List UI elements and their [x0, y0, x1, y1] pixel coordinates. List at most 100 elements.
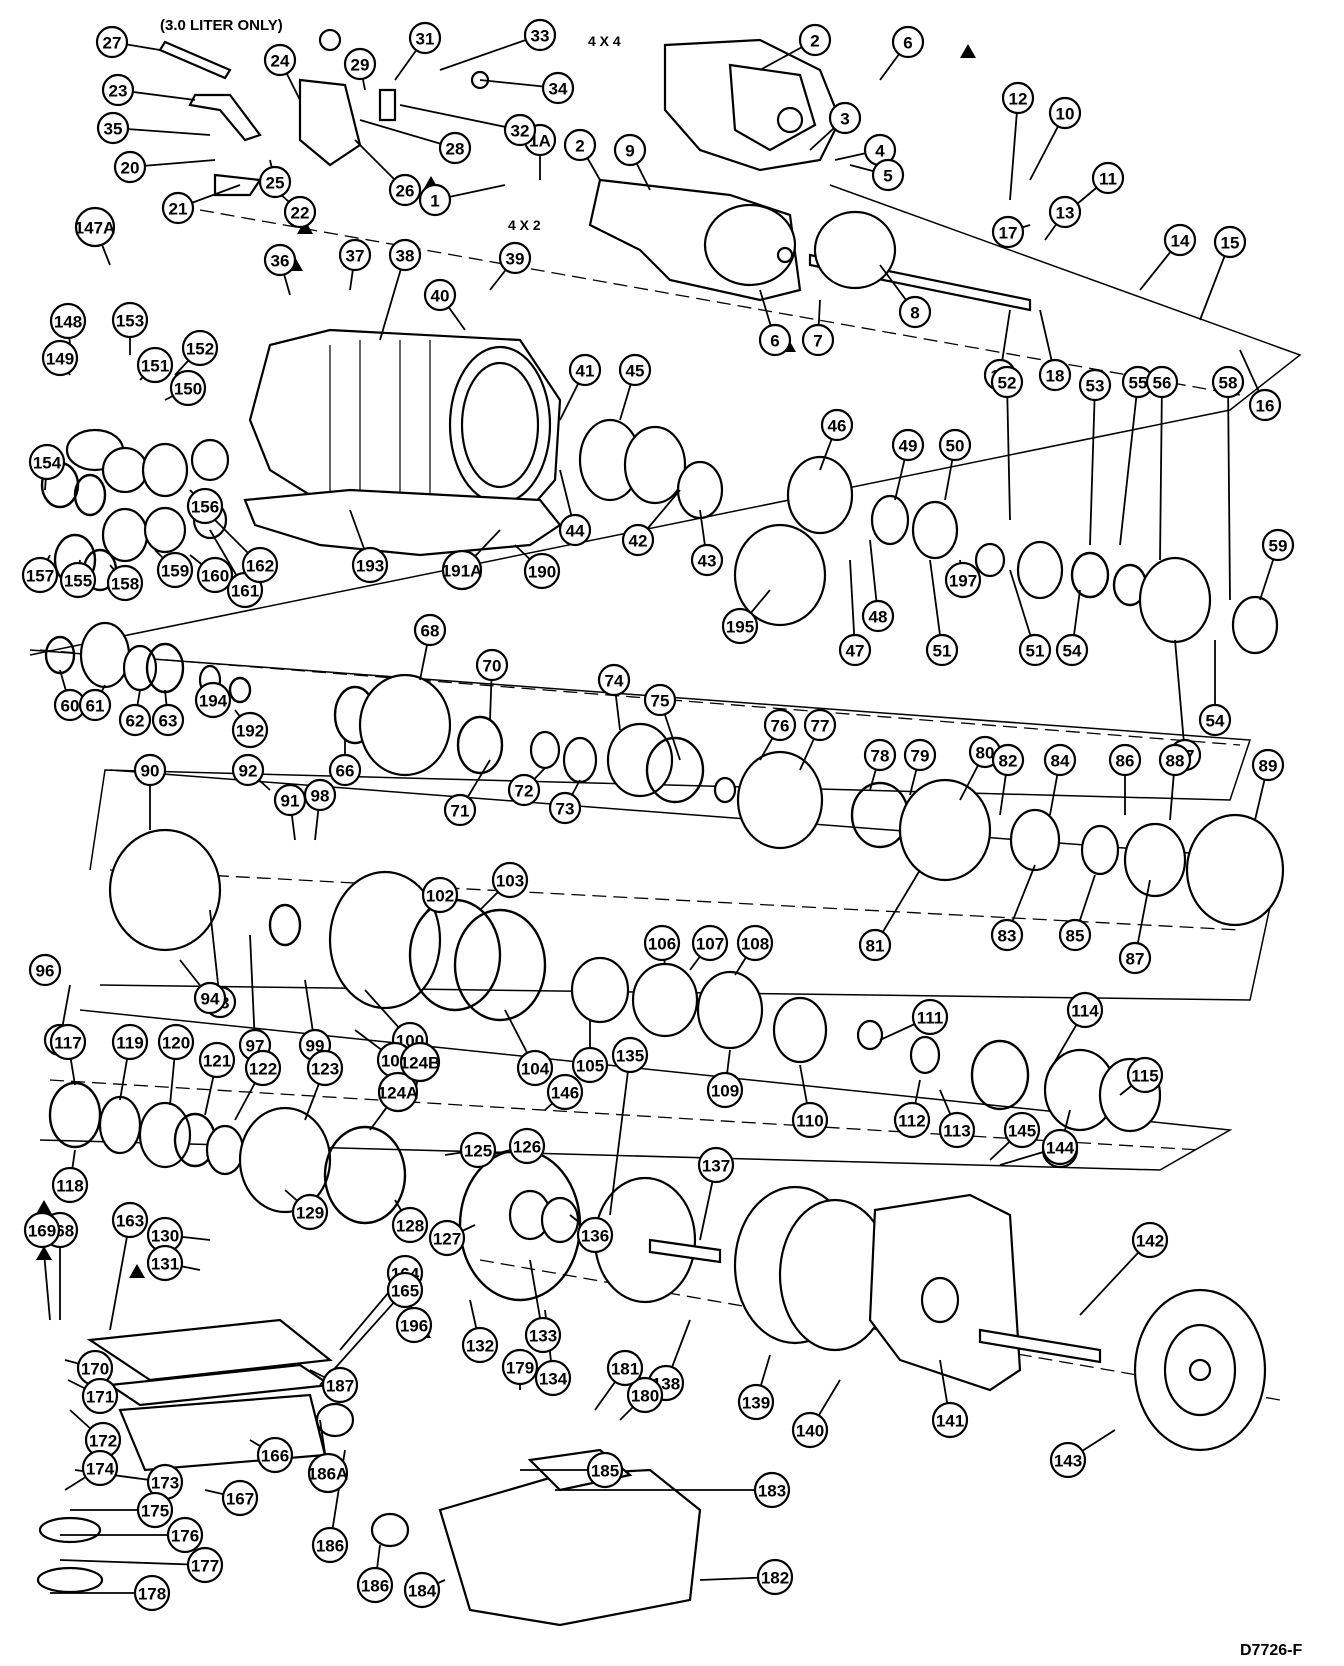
callout-label: 174 — [86, 1460, 115, 1479]
callout-label: 113 — [943, 1122, 970, 1141]
callout-label: 70 — [483, 657, 502, 676]
callout-circle — [81, 1377, 119, 1415]
callout-circle — [548, 791, 582, 825]
callout-label: 66 — [336, 762, 355, 781]
callout-label: 137 — [702, 1157, 730, 1176]
callout-circle — [241, 546, 279, 584]
callout-label: 143 — [1054, 1452, 1082, 1471]
callout-label: 76 — [771, 717, 790, 736]
callout-circle — [697, 1146, 735, 1184]
callout-label: 86 — [1116, 752, 1135, 771]
callout-191A: 191A — [442, 549, 482, 591]
callout-187: 187 — [321, 1366, 359, 1404]
callouts: 11A2234566789101112131415161718192021222… — [21, 18, 1295, 1612]
callout-73: 73 — [548, 791, 582, 825]
callout-circle — [858, 928, 892, 962]
callout-77: 77 — [803, 708, 837, 742]
callout-circle — [386, 1271, 424, 1309]
callout-label: 190 — [528, 563, 556, 582]
callout-circle — [820, 408, 854, 442]
callout-circle — [931, 1401, 969, 1439]
callout-label: 114 — [1071, 1002, 1099, 1021]
callout-label: 61 — [86, 697, 105, 716]
callout-129: 129 — [291, 1193, 329, 1231]
callout-149: 149 — [41, 339, 79, 377]
callout-124A: 124A — [378, 1071, 418, 1113]
callout-59: 59 — [1261, 528, 1295, 562]
callout-178: 178 — [133, 1574, 171, 1612]
callout-circle — [756, 1558, 794, 1596]
callout-circle — [21, 556, 59, 594]
callout-169: 169 — [23, 1211, 61, 1249]
callout-label: 120 — [162, 1034, 190, 1053]
callout-label: 52 — [998, 374, 1017, 393]
callout-label: 115 — [1131, 1067, 1158, 1086]
callout-circle — [49, 302, 87, 340]
callout-8: 8 — [898, 295, 932, 329]
callout-6: 6 — [758, 323, 792, 357]
callout-132: 132 — [461, 1326, 499, 1364]
callout-105: 105 — [571, 1046, 609, 1084]
callout-label: 121 — [203, 1052, 231, 1071]
callout-label: 42 — [629, 532, 648, 551]
callout-label: 12 — [1009, 90, 1028, 109]
callout-186A: 186A — [308, 1452, 348, 1494]
callout-circle — [944, 561, 982, 599]
callout-circle — [166, 1516, 204, 1554]
callout-label: 7 — [813, 332, 822, 351]
callout-label: 32 — [511, 122, 530, 141]
callout-label: 96 — [36, 962, 55, 981]
callout-15: 15 — [1213, 225, 1247, 259]
callout-162: 162 — [241, 546, 279, 584]
callout-circle — [157, 1023, 195, 1061]
callout-circle — [1131, 1221, 1169, 1259]
callout-label: 133 — [529, 1327, 557, 1346]
callout-62: 62 — [118, 703, 152, 737]
callout-circle — [516, 1049, 554, 1087]
callout-170: 170 — [76, 1349, 114, 1387]
callout-13: 13 — [1048, 195, 1082, 229]
callout-140: 140 — [791, 1411, 829, 1449]
callout-186: 186 — [356, 1566, 394, 1604]
leader-line — [1227, 381, 1231, 601]
upper-gear-train — [578, 418, 1279, 655]
callout-circle — [690, 543, 724, 577]
callout-26: 26 — [388, 173, 422, 207]
callout-circle — [1003, 1111, 1041, 1149]
callout-54: 54 — [1055, 633, 1089, 667]
callout-43: 43 — [690, 543, 724, 577]
callout-152: 152 — [181, 329, 219, 367]
callout-label: 54 — [1206, 712, 1225, 731]
callout-24: 24 — [263, 43, 297, 77]
callout-circle — [597, 663, 631, 697]
callout-label: 3 — [840, 110, 849, 129]
callout-label: 14 — [1171, 232, 1190, 251]
callout-115: 115 — [1126, 1056, 1164, 1094]
callout-label: 40 — [431, 287, 450, 306]
callout-label: 45 — [626, 362, 645, 381]
callout-label: 125 — [464, 1142, 492, 1161]
callout-circle — [534, 1359, 572, 1397]
callout-circle — [871, 158, 905, 192]
callout-circle — [938, 1111, 976, 1149]
callout-9: 9 — [613, 133, 647, 167]
callout-circle — [626, 1376, 664, 1414]
callout-81: 81 — [858, 928, 892, 962]
callout-label: 54 — [1063, 642, 1082, 661]
callout-label: 196 — [400, 1317, 428, 1336]
callout-circle — [321, 1366, 359, 1404]
leader-line — [249, 934, 256, 1046]
callout-circle — [408, 21, 442, 55]
callout-circle — [706, 1071, 744, 1109]
callout-circle — [1251, 748, 1285, 782]
engine-note: (3.0 LITER ONLY) — [160, 17, 283, 34]
callout-circle — [413, 613, 447, 647]
callout-label: 10 — [1056, 105, 1075, 124]
callout-circle — [1211, 365, 1245, 399]
callout-label: 15 — [1221, 234, 1240, 253]
callout-label: 37 — [346, 247, 365, 266]
callout-label: 119 — [116, 1034, 143, 1053]
callout-174: 174 — [81, 1449, 119, 1487]
callout-label: 169 — [28, 1222, 56, 1241]
